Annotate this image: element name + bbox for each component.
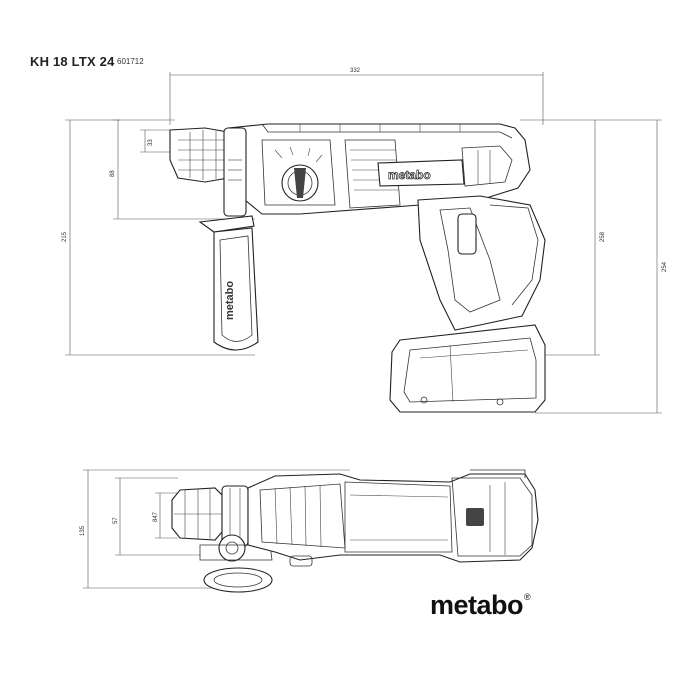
- registered-mark: ®: [524, 592, 531, 602]
- top-view-tool: [171, 469, 539, 593]
- handle-brand-text: metabo: [224, 281, 236, 320]
- chuck: [169, 127, 229, 183]
- trigger: [457, 213, 477, 255]
- top-view-dimensions: 847 57 135: [80, 469, 350, 589]
- side-view-dimensions: 332 33 88 215 258 254: [62, 68, 668, 414]
- model-title: KH 18 LTX 24: [30, 54, 115, 69]
- dim-chuck-width: 57: [113, 517, 119, 524]
- dim-front-height: 215: [62, 231, 68, 242]
- dim-body-height: 258: [600, 231, 606, 242]
- dim-handle-height: 88: [110, 170, 116, 177]
- housing-brand-text: metabo: [388, 168, 431, 182]
- main-handle: [417, 195, 546, 331]
- side-grip-collar: [223, 127, 247, 217]
- side-view-tool: metabo metabo: [169, 123, 546, 413]
- top-housing: [247, 473, 539, 563]
- article-number: 601712: [117, 57, 144, 66]
- dim-overall-height: 254: [662, 261, 668, 272]
- metabo-logo: metabo®: [430, 590, 531, 621]
- housing-brand-badge: [377, 159, 465, 187]
- top-aux-handle-end: [203, 567, 273, 593]
- dim-chuck-diameter: 847: [153, 511, 159, 522]
- dim-overall-width: 135: [80, 525, 86, 536]
- battery-pack: [389, 324, 546, 413]
- dim-chuck-offset: 33: [148, 139, 154, 146]
- auxiliary-handle: [213, 227, 259, 351]
- dim-overall-length: 332: [350, 68, 361, 74]
- top-aux-clamp: [218, 534, 246, 562]
- logo-text: metabo: [430, 590, 524, 620]
